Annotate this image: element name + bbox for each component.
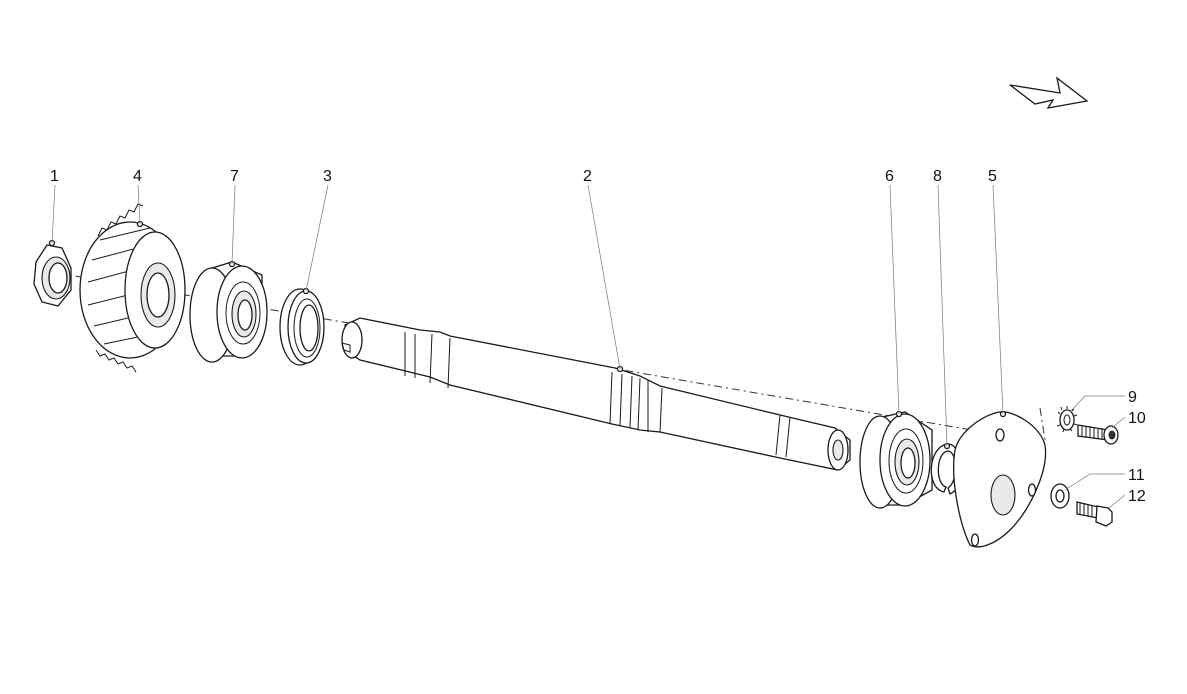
part-4-gear: [79, 203, 186, 373]
callout-10: 10: [1128, 410, 1146, 427]
part-11-flat-washer: [1050, 483, 1070, 509]
callout-labels: 1 4 7 3 2 6 8 5 9 10 11 12: [50, 168, 1146, 505]
part-7-bearing: [189, 260, 268, 363]
callout-8: 8: [933, 168, 942, 185]
part-5-flange-plate: [953, 410, 1047, 548]
callout-6: 6: [885, 168, 894, 185]
leader-lines: [51, 184, 1126, 509]
callout-9: 9: [1128, 389, 1137, 406]
callout-3: 3: [323, 168, 332, 185]
callout-2: 2: [583, 168, 592, 185]
part-10-screw: [1077, 424, 1119, 445]
direction-arrow-icon: [1009, 76, 1089, 109]
callout-7: 7: [230, 168, 239, 185]
callout-12: 12: [1128, 488, 1146, 505]
callout-4: 4: [133, 168, 142, 185]
callout-1: 1: [50, 168, 59, 185]
part-2-shaft: [341, 317, 851, 471]
part-3-seal: [279, 287, 325, 366]
callout-11: 11: [1128, 467, 1145, 484]
part-9-lock-washer: [1056, 406, 1078, 433]
part-1-hex-nut: [33, 239, 72, 307]
part-6-bearing: [859, 410, 933, 509]
part-12-bolt: [1076, 501, 1113, 527]
callout-5: 5: [988, 168, 997, 185]
